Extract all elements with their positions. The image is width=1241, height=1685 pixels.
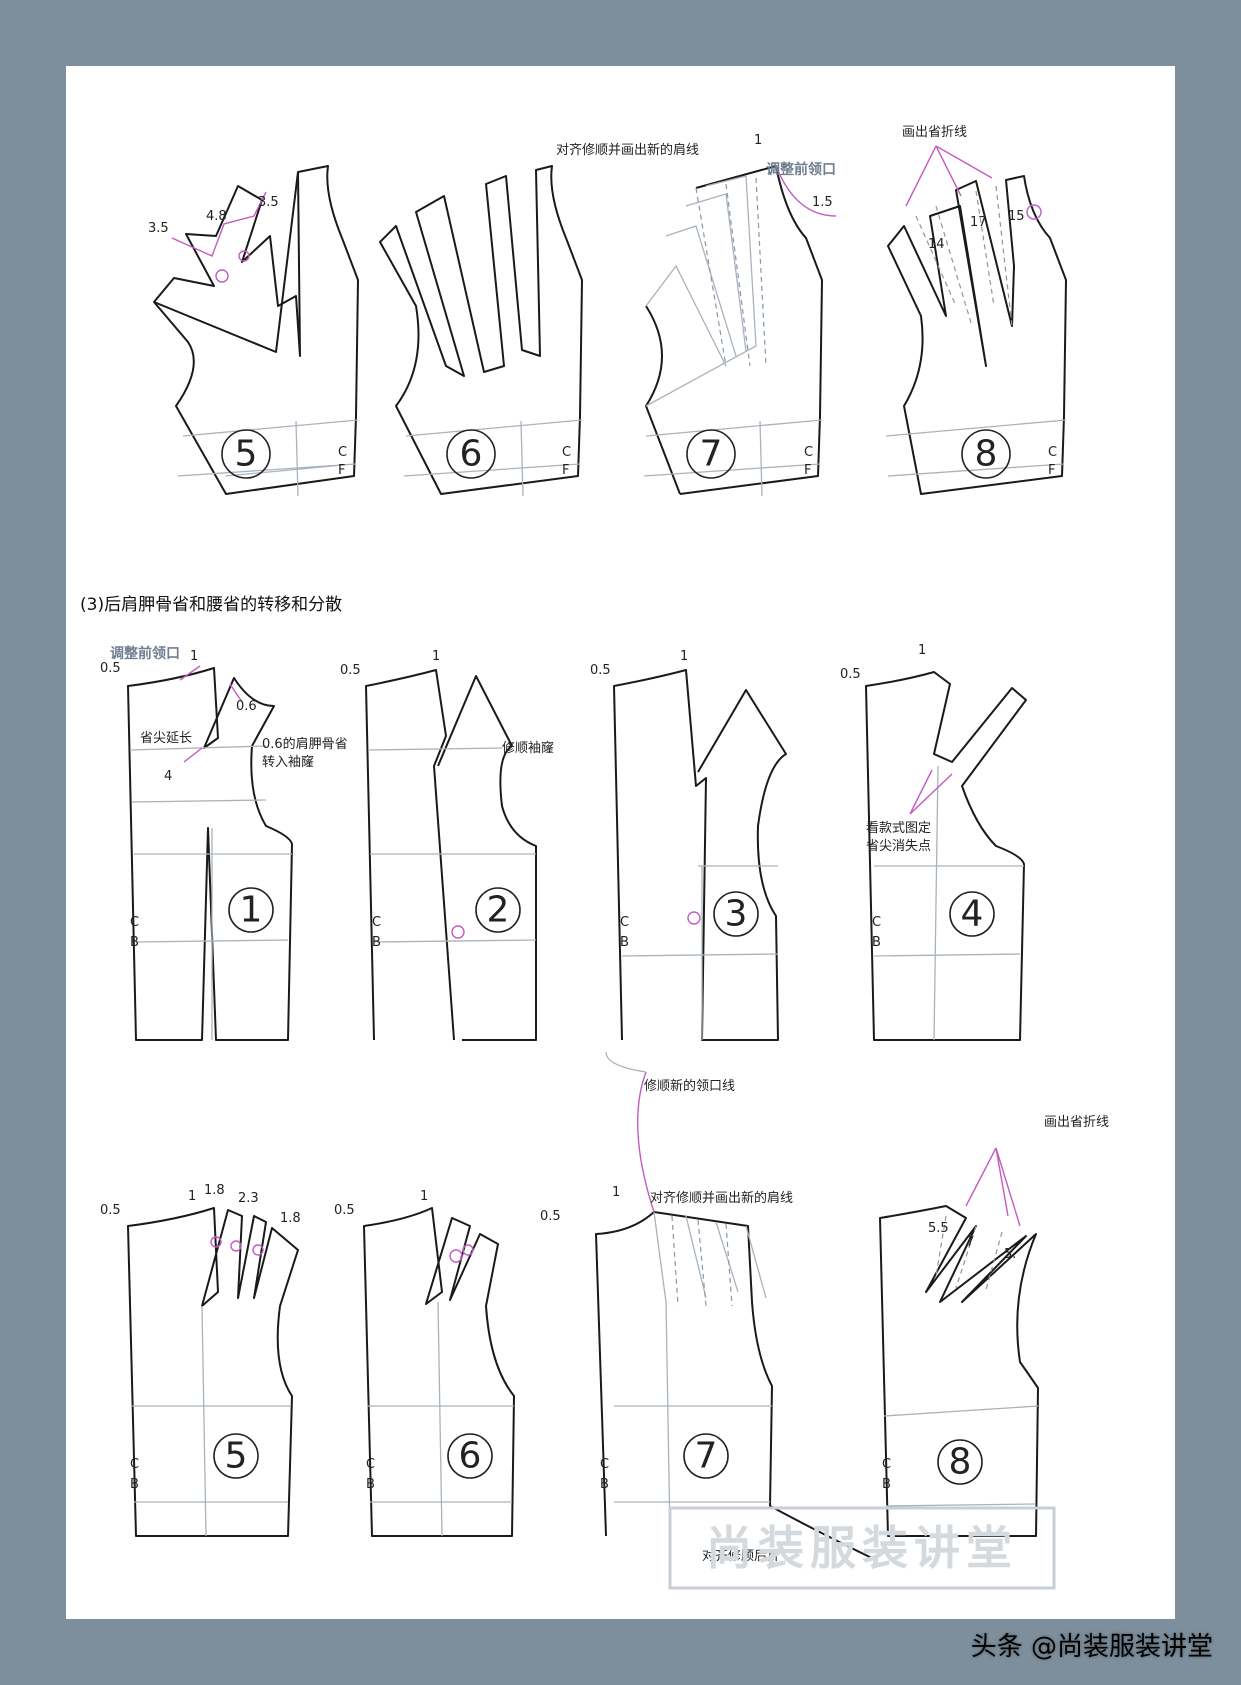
front5-label: 4.8	[206, 209, 227, 224]
back1-label: 0.5	[100, 661, 121, 676]
cf-label: C	[804, 445, 813, 460]
front7-label: 对齐修顺并画出新的肩线	[556, 142, 699, 158]
back7-label: 0.5	[540, 1209, 561, 1224]
front8-label: 画出省折线	[902, 125, 967, 140]
back1-label: 省尖延长	[140, 731, 192, 746]
back-step-3: 3	[725, 894, 748, 935]
back8-label: 7	[966, 1235, 974, 1250]
front7-label: 调整前领口	[766, 161, 836, 178]
cf-label: F	[562, 463, 569, 478]
back1-label: 0.6	[236, 699, 257, 714]
front7-label: 1	[754, 133, 762, 148]
cb-label: B	[372, 935, 381, 950]
back1-label: 0.6的肩胛骨省	[262, 736, 348, 752]
front-piece-5: 5 C F 3.5 4.8 3.5	[148, 165, 359, 497]
cb-label: C	[372, 915, 381, 930]
back-step-7b: 7	[695, 1436, 718, 1477]
front5-label: 3.5	[148, 221, 169, 236]
back4-label: 1	[918, 643, 926, 658]
back-piece-6: 6 C B 0.5 1	[334, 1189, 515, 1537]
back1-label: 转入袖窿	[262, 755, 314, 770]
front-step-5: 5	[235, 434, 258, 475]
cf-label: C	[1048, 445, 1057, 460]
front-step-6: 6	[460, 434, 483, 475]
cf-label: C	[562, 445, 571, 460]
back4-label: 0.5	[840, 667, 861, 682]
front5-label: 3.5	[258, 195, 279, 210]
back1-label: 1	[190, 649, 198, 664]
back-step-6b: 6	[459, 1436, 482, 1477]
back-piece-5: 5 C B 0.5 1 1.8 2.3 1.8	[100, 1183, 301, 1537]
footer-text: 头条 @尚装服装讲堂	[970, 1632, 1213, 1662]
back-step-8b: 8	[949, 1442, 972, 1483]
cf-label: F	[338, 463, 345, 478]
cb-label: C	[130, 1457, 139, 1472]
watermark: 尚装服装讲堂	[668, 1506, 1056, 1590]
back-step-1: 1	[240, 890, 263, 931]
back4-label: 省尖消失点	[866, 839, 931, 854]
cb-label: B	[882, 1477, 891, 1492]
cb-label: C	[620, 915, 629, 930]
back6-label: 1	[420, 1189, 428, 1204]
front-step-7: 7	[700, 434, 723, 475]
cb-label: B	[130, 1477, 139, 1492]
front7-label: 1.5	[812, 195, 833, 210]
cb-label: C	[882, 1457, 891, 1472]
back5-label: 2.3	[238, 1191, 259, 1206]
cb-label: B	[600, 1477, 609, 1492]
back2-label: 1	[432, 649, 440, 664]
back8-label: 画出省折线	[1044, 1115, 1109, 1130]
footer-caption: 头条 @尚装服装讲堂	[971, 1626, 1213, 1663]
back5-label: 1	[188, 1189, 196, 1204]
cb-label: B	[366, 1477, 375, 1492]
cb-label: B	[130, 935, 139, 950]
front8-label: 14	[928, 237, 945, 252]
cb-label: C	[130, 915, 139, 930]
cf-label: C	[338, 445, 347, 460]
back4-label: 看款式图定	[866, 820, 931, 836]
back-piece-1: 1 C B 调整前领口 0.5 1 0.6 省尖延长 0.6的肩胛骨省 转入袖窿…	[100, 645, 348, 1041]
watermark-text: 尚装服装讲堂	[706, 1521, 1018, 1575]
back1-label: 调整前领口	[110, 645, 180, 662]
pattern-sheet: 5 C F 3.5 4.8 3.5 6 C F 7 C F 对齐修顺并画出新的肩…	[66, 66, 1175, 1619]
back-piece-3: 3 C B 0.5 1	[590, 649, 787, 1041]
front-step-8: 8	[975, 434, 998, 475]
back-piece-7: 7 C B 修顺新的领口线 1 对齐修顺并画出新的肩线 0.5 对齐修顺后片	[540, 1051, 877, 1564]
back3-label: 0.5	[590, 663, 611, 678]
back-piece-4: 4 C B 1 0.5 看款式图定 省尖消失点	[840, 643, 1027, 1041]
front-piece-7: 7 C F 对齐修顺并画出新的肩线 1 调整前领口 1.5	[556, 133, 837, 497]
back2-label: 0.5	[340, 663, 361, 678]
cb-label: C	[600, 1457, 609, 1472]
back7-label: 对齐修顺后片	[702, 1548, 780, 1564]
back5-label: 1.8	[204, 1183, 225, 1198]
back2-label: 修顺袖窿	[502, 741, 554, 756]
back-step-4: 4	[961, 894, 984, 935]
back-piece-8: 8 C B 画出省折线 5.5 7 5.	[879, 1115, 1109, 1537]
pattern-diagram: 5 C F 3.5 4.8 3.5 6 C F 7 C F 对齐修顺并画出新的肩…	[80, 125, 1109, 1590]
back7-label: 1	[612, 1185, 620, 1200]
back-step-5b: 5	[225, 1436, 248, 1477]
section-title: (3)后肩胛骨省和腰省的转移和分散	[80, 595, 342, 615]
front8-label: 15	[1008, 209, 1025, 224]
back7-label: 修顺新的领口线	[644, 1078, 735, 1094]
front-piece-8: 8 C F 画出省折线 14 17 15	[885, 125, 1067, 495]
front8-label: 17	[970, 215, 987, 230]
cf-label: F	[1048, 463, 1055, 478]
front-piece-6: 6 C F	[379, 165, 583, 497]
cb-label: C	[366, 1457, 375, 1472]
cb-label: B	[620, 935, 629, 950]
back8-label: 5.5	[928, 1221, 949, 1236]
back5-label: 1.8	[280, 1211, 301, 1226]
back5-label: 0.5	[100, 1203, 121, 1218]
back7-label: 对齐修顺并画出新的肩线	[650, 1190, 793, 1206]
cb-label: B	[872, 935, 881, 950]
back6-label: 0.5	[334, 1203, 355, 1218]
back-piece-2: 2 C B 0.5 1 修顺袖窿	[340, 649, 554, 1041]
back8-label: 5.	[1004, 1247, 1016, 1262]
back3-label: 1	[680, 649, 688, 664]
back1-label: 4	[164, 769, 172, 784]
cf-label: F	[804, 463, 811, 478]
back-step-2: 2	[487, 890, 510, 931]
cb-label: C	[872, 915, 881, 930]
